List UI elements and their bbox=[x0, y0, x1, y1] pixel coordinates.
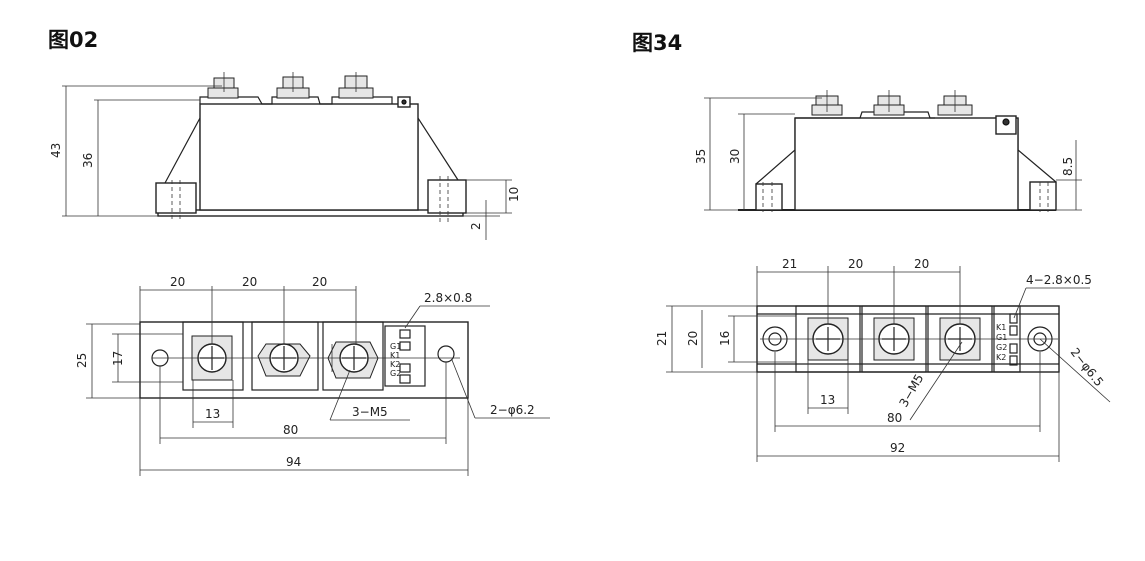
right-tab-mark-3: G2 bbox=[996, 343, 1007, 352]
figure-title-left: 图02 bbox=[48, 28, 99, 52]
left-main-body bbox=[199, 103, 419, 211]
dim-label-width-body-2: 20 bbox=[686, 331, 700, 346]
left-screw-top-3 bbox=[327, 341, 379, 379]
dim-label-terminal-2: 13 bbox=[820, 393, 835, 407]
left-screw-3 bbox=[338, 72, 374, 99]
dim-label-length-total-2: 92 bbox=[890, 441, 905, 455]
dim-label-height-total-2: 35 bbox=[694, 149, 708, 164]
dim-label-height-foot-2: 8.5 bbox=[1061, 157, 1075, 176]
dim-label-pitch-2-2: 20 bbox=[848, 257, 863, 271]
dim-label-pitch-2: 20 bbox=[242, 275, 257, 289]
left-support-left bbox=[164, 117, 201, 184]
dim-label-holes-2: 2−φ6.5 bbox=[1068, 345, 1107, 389]
right-screw-2 bbox=[873, 90, 905, 116]
left-terminal-block-3 bbox=[322, 321, 384, 391]
dim-label-width-total-2: 21 bbox=[655, 331, 669, 346]
left-tab-mark-1: G1 bbox=[390, 342, 401, 351]
right-screw-1 bbox=[811, 90, 843, 116]
dim-label-height-total: 43 bbox=[49, 143, 63, 158]
right-foot-right bbox=[1029, 181, 1057, 211]
left-base-plate bbox=[157, 209, 464, 217]
left-top-view: G1 K1 K2 G2 20 20 20 2.8×0.8 25 17 13 bbox=[75, 275, 550, 476]
left-side-view: 43 36 10 2 bbox=[49, 72, 521, 240]
dim-label-width-total: 25 bbox=[75, 353, 89, 368]
right-tab-mark-2: G1 bbox=[996, 333, 1007, 342]
right-tab-mark-4: K2 bbox=[996, 353, 1006, 362]
right-top-view: K1 G1 G2 K2 21 20 20 4−2.8×0.5 21 20 16 … bbox=[655, 257, 1111, 462]
left-tab-mark-4: G2 bbox=[390, 369, 401, 378]
dim-label-pitch-3: 20 bbox=[312, 275, 327, 289]
dim-label-tab: 2.8×0.8 bbox=[424, 291, 472, 305]
dim-label-height-foot: 10 bbox=[507, 187, 521, 202]
left-tab-mark-2: K1 bbox=[390, 351, 400, 360]
right-support-right bbox=[1017, 118, 1057, 183]
dim-label-terminal: 13 bbox=[205, 407, 220, 421]
dim-label-height-body-2: 30 bbox=[728, 149, 742, 164]
dim-label-screws-2: 3−M5 bbox=[896, 372, 926, 410]
left-screw-top-2 bbox=[257, 343, 311, 377]
dim-label-width-inner-2: 16 bbox=[718, 331, 732, 346]
dim-label-hole-spacing-2: 80 bbox=[887, 411, 902, 425]
dim-label-hole-spacing: 80 bbox=[283, 423, 298, 437]
left-screw-2 bbox=[276, 72, 310, 99]
right-support-left bbox=[755, 118, 796, 185]
dim-label-pitch-1-2: 21 bbox=[782, 257, 797, 271]
left-gate-tab-area bbox=[384, 325, 426, 387]
left-terminal-block-1 bbox=[182, 321, 244, 391]
right-side-view: 35 30 8.5 bbox=[694, 90, 1082, 212]
left-foot-right bbox=[427, 179, 467, 214]
figure-title-right: 图34 bbox=[632, 31, 683, 55]
dim-label-height-body: 36 bbox=[81, 153, 95, 168]
right-screw-3 bbox=[937, 90, 973, 116]
left-support-right bbox=[417, 115, 459, 181]
right-main-body bbox=[794, 117, 1019, 211]
dim-label-tabs-2: 4−2.8×0.5 bbox=[1026, 273, 1092, 287]
right-tab-mark-1: K1 bbox=[996, 323, 1006, 332]
left-foot-left bbox=[155, 182, 197, 214]
left-terminal-block-2 bbox=[251, 321, 319, 391]
right-foot-left bbox=[755, 183, 783, 211]
left-screw-1 bbox=[207, 72, 239, 99]
dim-label-base: 2 bbox=[469, 222, 483, 230]
dim-label-width-inner: 17 bbox=[111, 351, 125, 366]
dim-label-length-total: 94 bbox=[286, 455, 301, 469]
left-tab-mark-3: K2 bbox=[390, 360, 400, 369]
dim-label-pitch-3-2: 20 bbox=[914, 257, 929, 271]
dim-label-holes: 2−φ6.2 bbox=[490, 403, 535, 417]
dim-label-pitch-1: 20 bbox=[170, 275, 185, 289]
left-connector-pin bbox=[401, 99, 407, 105]
dim-label-screws: 3−M5 bbox=[352, 405, 388, 419]
